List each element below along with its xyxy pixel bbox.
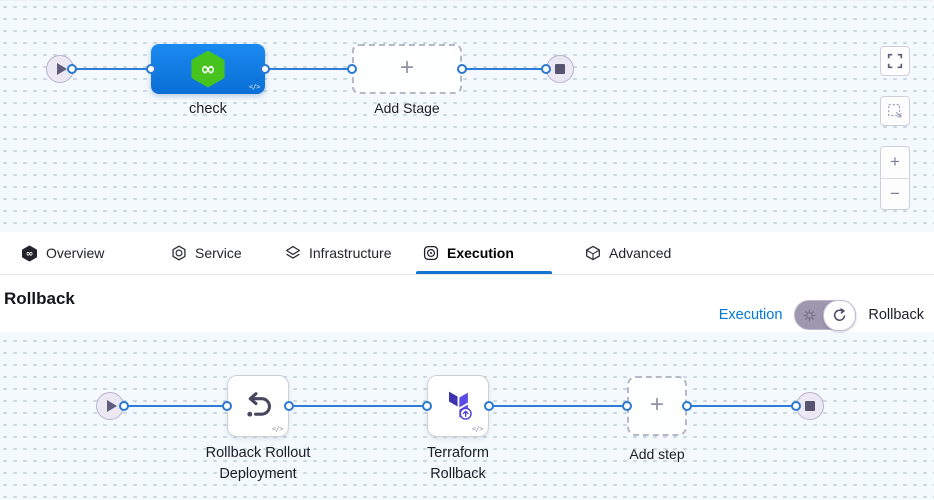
circle-arrow-icon xyxy=(834,308,846,321)
tab-service[interactable]: Service xyxy=(171,232,242,274)
add-stage-button[interactable]: + xyxy=(352,44,462,94)
connector-port[interactable] xyxy=(347,64,357,74)
connector-port[interactable] xyxy=(791,401,801,411)
edge xyxy=(265,68,352,70)
rollback-toggle[interactable] xyxy=(794,300,857,331)
marquee-select-icon xyxy=(888,104,902,118)
play-icon xyxy=(56,63,67,75)
stage-label: check xyxy=(189,101,227,117)
tab-advanced[interactable]: Advanced xyxy=(585,232,671,274)
infrastructure-layers-icon xyxy=(285,245,301,259)
plus-icon: + xyxy=(399,54,414,81)
step-rollback-rollout-deployment[interactable]: </> xyxy=(227,375,289,437)
connector-port[interactable] xyxy=(260,64,270,74)
harness-stage-icon: ∞ xyxy=(191,50,225,88)
connector-port[interactable] xyxy=(422,401,432,411)
harness-logo-icon: ∞ xyxy=(21,245,38,261)
fullscreen-button[interactable] xyxy=(880,46,910,76)
rollback-title: Rollback xyxy=(4,289,75,308)
zoom-controls: + − xyxy=(880,146,910,210)
terraform-icon xyxy=(449,391,472,420)
rollback-mode-label: Rollback xyxy=(868,307,924,323)
connector-port[interactable] xyxy=(484,401,494,411)
edge xyxy=(72,68,151,70)
add-stage-label: Add Stage xyxy=(374,100,440,116)
tab-overview[interactable]: ∞ Overview xyxy=(21,232,104,274)
execution-steps-icon xyxy=(423,245,439,261)
edge xyxy=(289,405,427,407)
tab-infrastructure[interactable]: Infrastructure xyxy=(285,232,391,274)
zoom-in-button[interactable]: + xyxy=(881,147,909,178)
stage-tabbar: ∞ Overview Service Infrastructure Execut… xyxy=(0,232,934,275)
stage-canvas: ∞ </> check + Add Stage + − xyxy=(0,0,934,232)
service-hexagon-icon xyxy=(172,245,186,261)
code-view-icon: </> xyxy=(271,425,284,433)
connector-port[interactable] xyxy=(146,64,156,74)
stage-node-check[interactable]: ∞ </> xyxy=(151,44,265,94)
advanced-layers-icon xyxy=(586,245,600,261)
stop-icon xyxy=(555,64,565,74)
step-label: Terraform Rollback xyxy=(426,445,490,482)
zoom-out-button[interactable]: − xyxy=(881,177,909,210)
connector-port[interactable] xyxy=(457,64,467,74)
connector-port[interactable] xyxy=(119,401,129,411)
stop-icon xyxy=(805,401,815,411)
tab-label: Overview xyxy=(46,245,105,261)
edge xyxy=(462,68,546,70)
tab-execution[interactable]: Execution xyxy=(423,232,514,274)
add-step-button[interactable]: + xyxy=(627,376,687,436)
plus-icon: + xyxy=(649,391,664,418)
step-label: Rollback Rollout Deployment xyxy=(205,445,311,482)
edge xyxy=(489,405,627,407)
execution-mode-link[interactable]: Execution xyxy=(718,307,783,323)
rollback-header-band xyxy=(0,275,934,332)
play-icon xyxy=(106,400,117,412)
active-tab-underline xyxy=(416,271,552,274)
connector-port[interactable] xyxy=(67,64,77,74)
connector-port[interactable] xyxy=(284,401,294,411)
marquee-select-button[interactable] xyxy=(880,96,910,126)
minus-icon: − xyxy=(890,183,900,203)
connector-port[interactable] xyxy=(682,401,692,411)
connector-port[interactable] xyxy=(222,401,232,411)
tab-label: Execution xyxy=(447,245,514,261)
rollback-canvas: Rollback Execution Rollback </> xyxy=(0,275,934,500)
edge xyxy=(124,405,227,407)
svg-text:∞: ∞ xyxy=(26,249,34,259)
code-view-icon: </> xyxy=(248,83,261,91)
tab-label: Advanced xyxy=(609,245,672,261)
tab-label: Service xyxy=(195,245,242,261)
tab-label: Infrastructure xyxy=(309,245,392,261)
connector-port[interactable] xyxy=(541,64,551,74)
step-terraform-rollback[interactable]: </> xyxy=(427,375,489,437)
svg-text:∞: ∞ xyxy=(200,59,215,80)
connector-port[interactable] xyxy=(622,401,632,411)
execution-rollback-switch-row: Execution Rollback xyxy=(718,300,924,331)
code-view-icon: </> xyxy=(471,425,484,433)
fullscreen-icon xyxy=(887,53,903,69)
plus-icon: + xyxy=(890,152,900,172)
undo-arrow-icon xyxy=(247,392,271,417)
edge xyxy=(687,405,796,407)
toggle-thumb[interactable] xyxy=(823,300,857,331)
add-step-label: Add step xyxy=(629,446,685,462)
gear-icon xyxy=(803,309,816,322)
